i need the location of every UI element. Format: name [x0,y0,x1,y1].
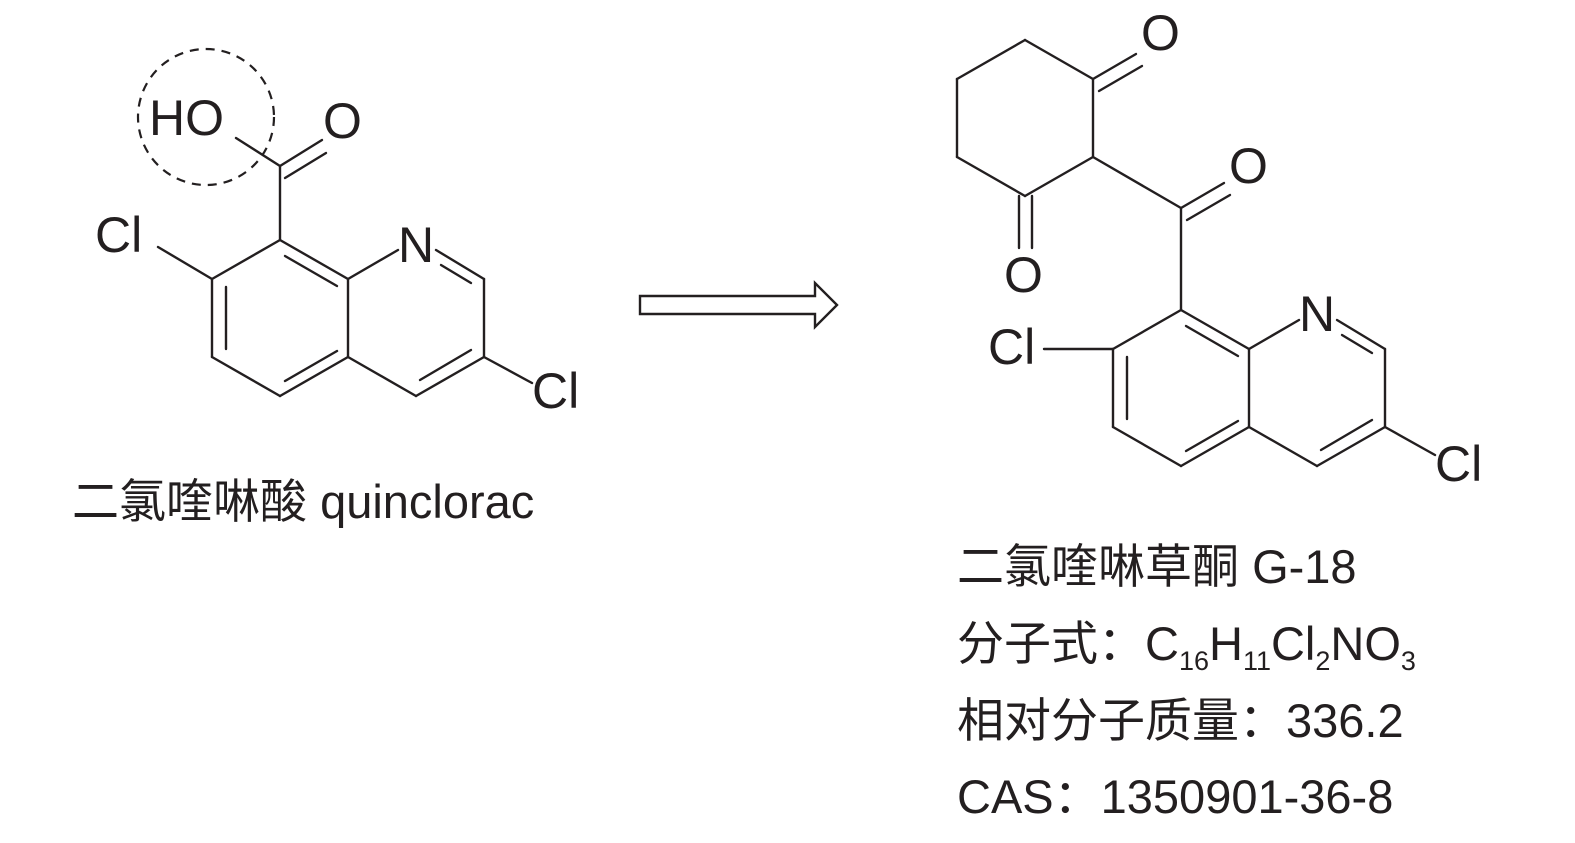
bond [1335,318,1387,351]
atom-label-chloro-7: Cl [95,207,142,263]
bond [1383,425,1437,457]
reactant-structure: HO O Cl N Cl [95,47,579,419]
cas-value: 1350901-36-8 [1100,770,1394,823]
bond [418,348,473,382]
reactant-name-en: quinclorac [320,475,535,528]
bond [278,238,350,281]
atom-label-ring-nitrogen: N [398,217,434,273]
bond [1247,318,1301,351]
formula-c: C [1145,617,1179,670]
bond [1184,324,1240,358]
mass-value: 336.2 [1286,694,1404,747]
formula-o-count: 3 [1400,646,1416,676]
atom-label-chloro-3: Cl [532,363,579,419]
bond [955,38,1027,81]
bond [346,355,418,398]
bond [1247,425,1319,468]
bond [1185,193,1232,222]
product-name-cn: 二氯喹啉草酮 [957,540,1239,595]
bond [1097,64,1144,93]
bond [346,248,400,281]
bond [210,238,282,281]
atom-label-chloro-3: Cl [1435,436,1482,492]
bond [955,155,1027,198]
product-formula-line: 分子式：C16H11Cl2NO3 [957,617,1416,675]
bond [1179,308,1251,351]
bond [1091,52,1138,81]
bond [283,349,339,383]
product-caption-name: 二氯喹啉草酮 G-18 [957,543,1357,591]
formula-c-count: 16 [1178,646,1209,676]
bond [1111,308,1183,351]
bond [439,263,473,285]
bond [1179,425,1251,468]
formula-cl-count: 2 [1315,646,1331,676]
bond [1023,155,1095,198]
atom-label-chloro-7: Cl [988,319,1035,375]
reactant-name-cn: 二氯喹啉酸 [72,475,307,530]
atom-label-ketone-bottom-oxygen: O [1004,247,1043,303]
hydroxyl-highlight-circle [136,47,276,187]
bond [1111,425,1183,468]
bond [283,151,328,180]
formula-label: 分子式： [957,617,1145,672]
product-mass-line: 相对分子质量：336.2 [957,697,1404,745]
bond [156,245,214,281]
bond [1315,425,1387,468]
bond [278,355,350,398]
bond [1091,155,1183,210]
bond [210,355,282,398]
bond [434,248,486,281]
mass-label: 相对分子质量： [957,694,1286,749]
bond [1340,333,1374,355]
atom-label-hydroxyl: HO [149,90,224,146]
formula-o: O [1364,617,1401,670]
formula-cl: Cl [1270,617,1316,670]
bond [234,136,282,168]
bond [1179,181,1226,210]
product-code: G-18 [1252,540,1357,593]
reactant-caption: 二氯喹啉酸 quinclorac [72,478,534,526]
formula-h: H [1209,617,1243,670]
atom-label-ring-nitrogen: N [1299,286,1335,342]
product-structure: O O O Cl N Cl [955,5,1482,492]
atom-label-carbonyl-oxygen: O [323,93,362,149]
formula-n: N [1330,617,1365,670]
bond [1319,418,1374,452]
bond [278,138,324,168]
bond [1184,419,1240,453]
bond [283,254,339,288]
bond [1023,38,1095,81]
bond [414,355,486,398]
atom-label-acyl-oxygen: O [1229,138,1268,194]
bond [482,355,534,385]
reaction-arrow [638,280,839,330]
atom-label-ketone-top-oxygen: O [1141,5,1180,61]
cas-label: CAS： [957,770,1101,823]
formula-h-count: 11 [1242,646,1271,676]
product-cas-line: CAS：1350901-36-8 [957,773,1393,820]
